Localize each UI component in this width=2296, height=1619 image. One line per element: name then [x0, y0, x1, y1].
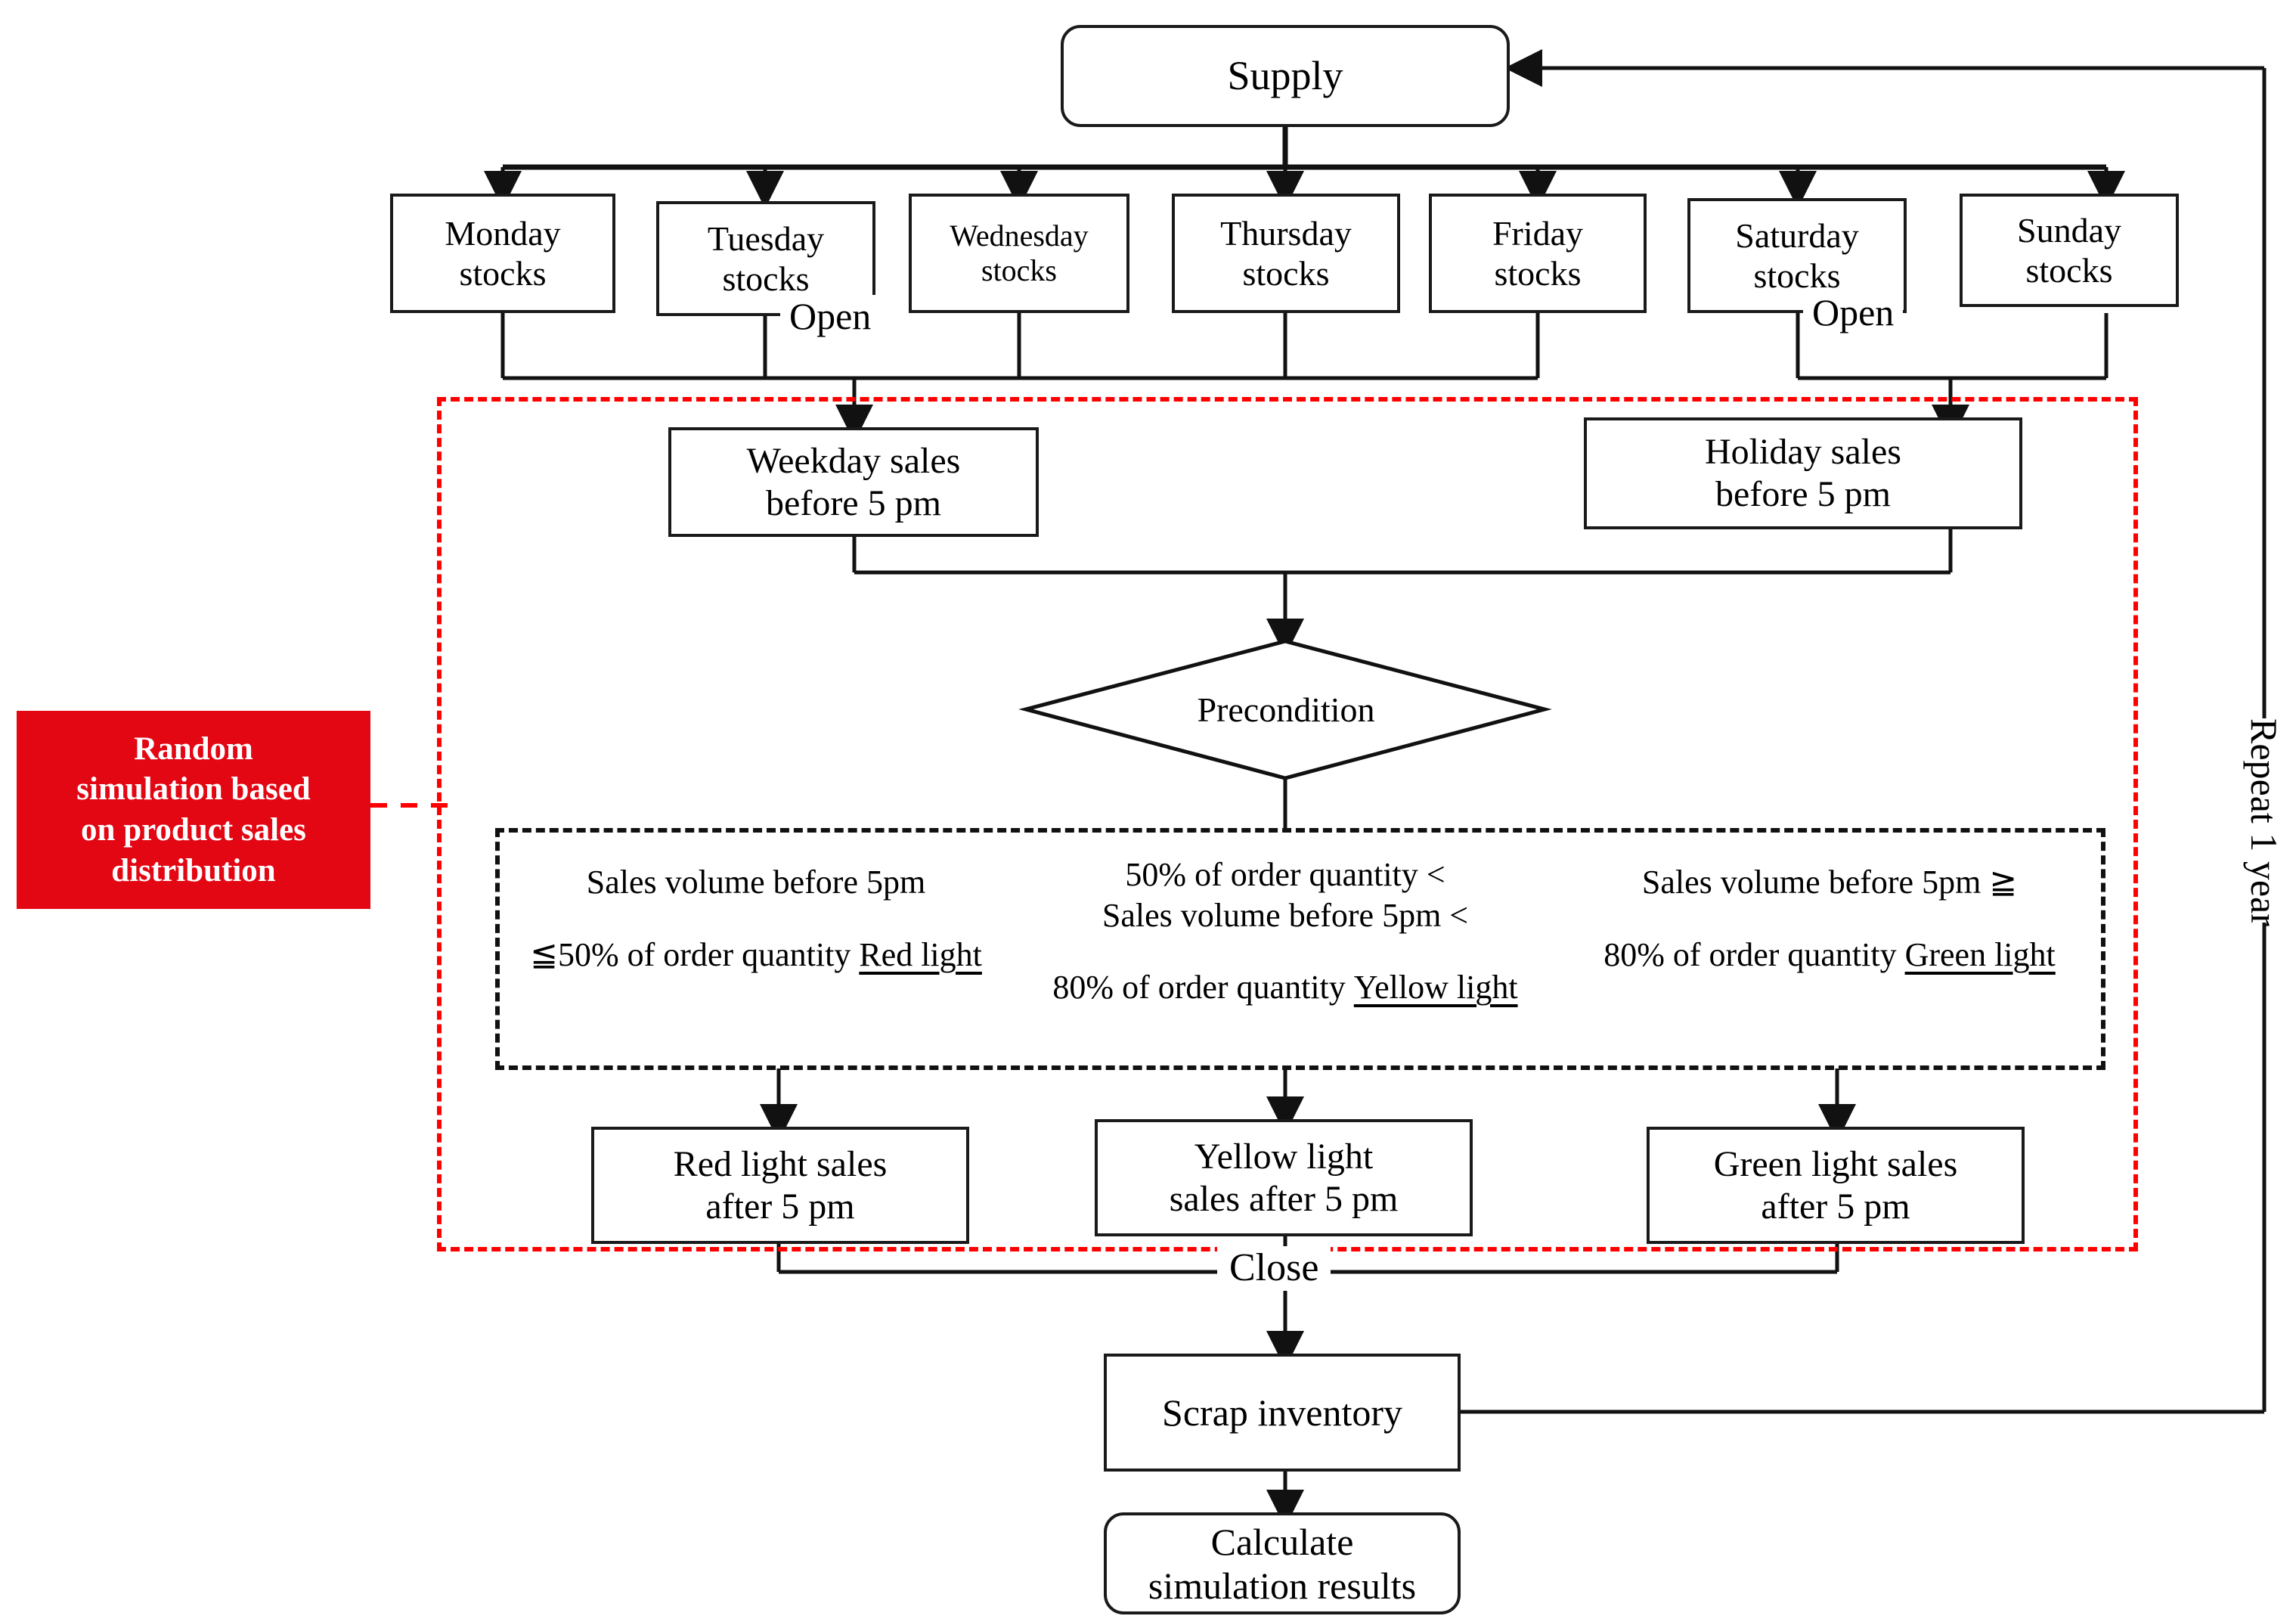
edge-label-open-holiday: Open: [1803, 291, 1904, 334]
condition-light-yellow: Yellow light: [1353, 969, 1518, 1006]
condition-column-yellow: 50% of order quantity <Sales volume befo…: [1036, 854, 1535, 1008]
node-supply-label: Supply: [1227, 53, 1343, 99]
edge-label-repeat-1-year: Repeat 1 year: [2242, 718, 2287, 926]
node-scrap-inventory-label: Scrap inventory: [1162, 1391, 1402, 1434]
condition-column-red: Sales volume before 5pm≦50% of order qua…: [522, 862, 990, 975]
annotation-leader-line: [370, 803, 454, 808]
condition-rule-yellow: 50% of order quantity <Sales volume befo…: [1052, 856, 1469, 1006]
condition-column-green: Sales volume before 5pm ≧80% of order qu…: [1572, 862, 2087, 975]
condition-rule-green: Sales volume before 5pm ≧80% of order qu…: [1603, 864, 2018, 973]
edge-label-open-weekday: Open: [780, 295, 881, 338]
node-precondition-label: Precondition: [1197, 690, 1375, 729]
condition-rule-red: Sales volume before 5pm≦50% of order qua…: [530, 864, 926, 973]
edge-label-close: Close: [1217, 1246, 1331, 1291]
condition-light-red: Red light: [859, 935, 982, 973]
node-scrap-inventory[interactable]: Scrap inventory: [1104, 1354, 1461, 1472]
condition-light-green: Green light: [1904, 935, 2056, 973]
node-supply[interactable]: Supply: [1061, 25, 1510, 127]
light-condition-group-black-dashed: [495, 828, 2105, 1070]
